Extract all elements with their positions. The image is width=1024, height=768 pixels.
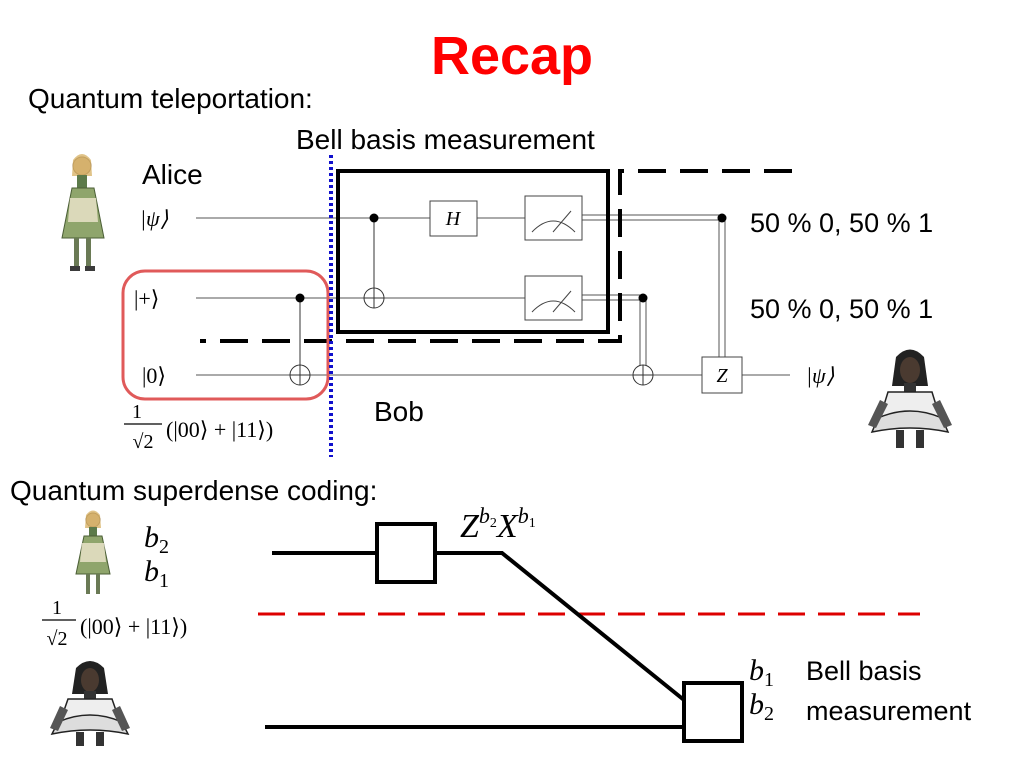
classical-wire-top	[582, 214, 726, 357]
alice-figure-small-icon	[75, 510, 111, 594]
bob-figure-icon	[868, 349, 952, 448]
z-control-dot	[717, 213, 727, 223]
bob-region-dashed	[200, 169, 792, 343]
svg-text:1: 1	[132, 401, 142, 423]
outcome-top: 50 % 0, 50 % 1	[750, 208, 933, 238]
bell-state-expression-top: 1 √2 (|00⟩ + |11⟩)	[124, 401, 273, 453]
bob-figure-small-icon	[50, 661, 130, 746]
hadamard-label: H	[445, 208, 462, 230]
svg-text:b2: b2	[144, 521, 169, 558]
alice-bits: b2 b1	[144, 521, 169, 592]
slide-title: Recap	[431, 26, 593, 86]
meter-icon-bottom	[524, 275, 583, 321]
bell-state-expression-bottom: 1 √2 (|00⟩ + |11⟩)	[42, 597, 187, 650]
bell-measurement-gate	[682, 681, 744, 743]
z-gate	[701, 356, 743, 394]
measurement-label-line2: measurement	[806, 696, 972, 726]
encoding-gate	[375, 522, 437, 584]
bob-label: Bob	[374, 396, 424, 427]
svg-text:b1: b1	[749, 654, 774, 691]
superdense-heading: Quantum superdense coding:	[10, 475, 377, 506]
hadamard-gate	[429, 200, 478, 237]
psi-input-label: |ψ⟩	[140, 206, 169, 231]
classical-wire-bottom	[582, 294, 647, 366]
svg-text:1: 1	[52, 597, 62, 619]
svg-text:√2: √2	[133, 431, 154, 453]
superdense-wires	[265, 551, 686, 729]
z-gate-label: Z	[716, 365, 728, 387]
controlled-x-gate	[632, 293, 654, 386]
svg-text:b2: b2	[749, 688, 774, 725]
teleportation-heading: Quantum teleportation:	[28, 83, 313, 114]
cnot-entangle	[289, 293, 311, 386]
outcome-bottom: 50 % 0, 50 % 1	[750, 294, 933, 324]
measurement-label-line1: Bell basis	[806, 656, 922, 686]
svg-text:b1: b1	[144, 555, 169, 592]
bell-measurement-box	[336, 169, 610, 334]
psi-output-label: |ψ⟩	[806, 363, 835, 388]
entangled-pair-highlight	[121, 269, 330, 401]
meter-icon-top	[524, 195, 583, 241]
plus-state-label: |+⟩	[134, 286, 159, 311]
svg-text:(|00⟩ + |11⟩): (|00⟩ + |11⟩)	[166, 417, 273, 442]
svg-text:(|00⟩ + |11⟩): (|00⟩ + |11⟩)	[80, 614, 187, 639]
svg-text:√2: √2	[47, 628, 68, 650]
cnot-alice	[363, 213, 385, 309]
zero-state-label: |0⟩	[142, 363, 166, 388]
encoding-operator: Zb2Xb1	[460, 503, 536, 545]
alice-label: Alice	[142, 159, 203, 190]
alice-figure-icon	[61, 154, 105, 271]
bob-bits: b1 b2	[749, 654, 774, 725]
bell-measurement-label: Bell basis measurement	[296, 124, 595, 155]
